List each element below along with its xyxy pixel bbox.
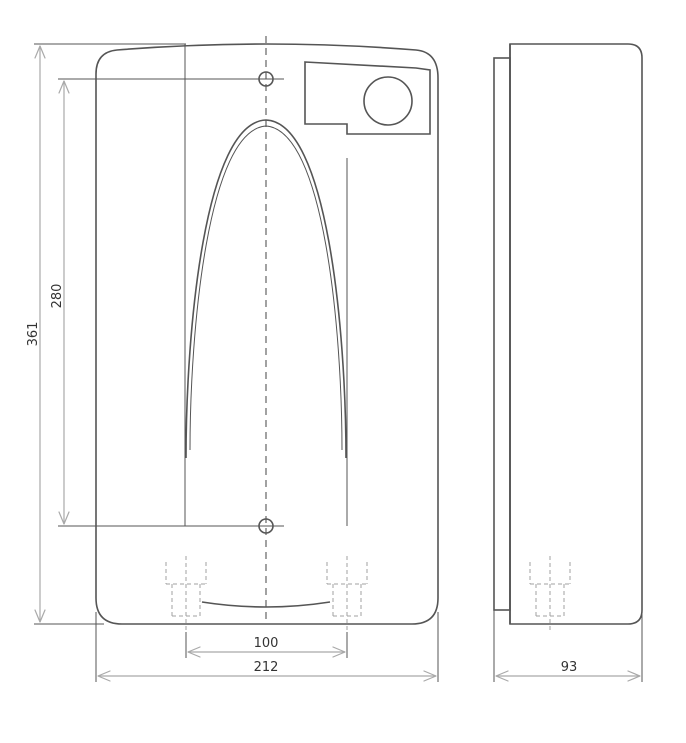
side-housing-outline — [509, 43, 643, 625]
right-pipe-fitting — [326, 556, 368, 632]
control-dial — [363, 76, 413, 126]
dim-depth — [493, 610, 643, 682]
side-mounting-plate — [493, 57, 511, 611]
front-bottom-bar — [201, 601, 331, 608]
front-arch-inner — [189, 125, 343, 451]
dim-total-width — [95, 612, 439, 682]
front-view — [95, 36, 439, 632]
control-panel-outline — [304, 61, 431, 135]
side-pipe-fitting — [529, 556, 571, 632]
front-housing-outline — [95, 43, 439, 625]
dim-depth-label: 93 — [561, 660, 578, 675]
dim-mount-spacing-label: 280 — [50, 284, 65, 309]
dim-total-height-label: 361 — [26, 322, 41, 347]
front-arch-panel — [185, 119, 347, 459]
left-pipe-fitting — [165, 556, 207, 632]
dim-mount-spacing — [58, 78, 259, 527]
dim-pipe-spacing-label: 100 — [254, 636, 279, 651]
dim-total-width-label: 212 — [254, 660, 279, 675]
dim-pipe-spacing — [185, 632, 348, 658]
dim-total-height — [34, 43, 186, 625]
side-view — [493, 43, 643, 632]
